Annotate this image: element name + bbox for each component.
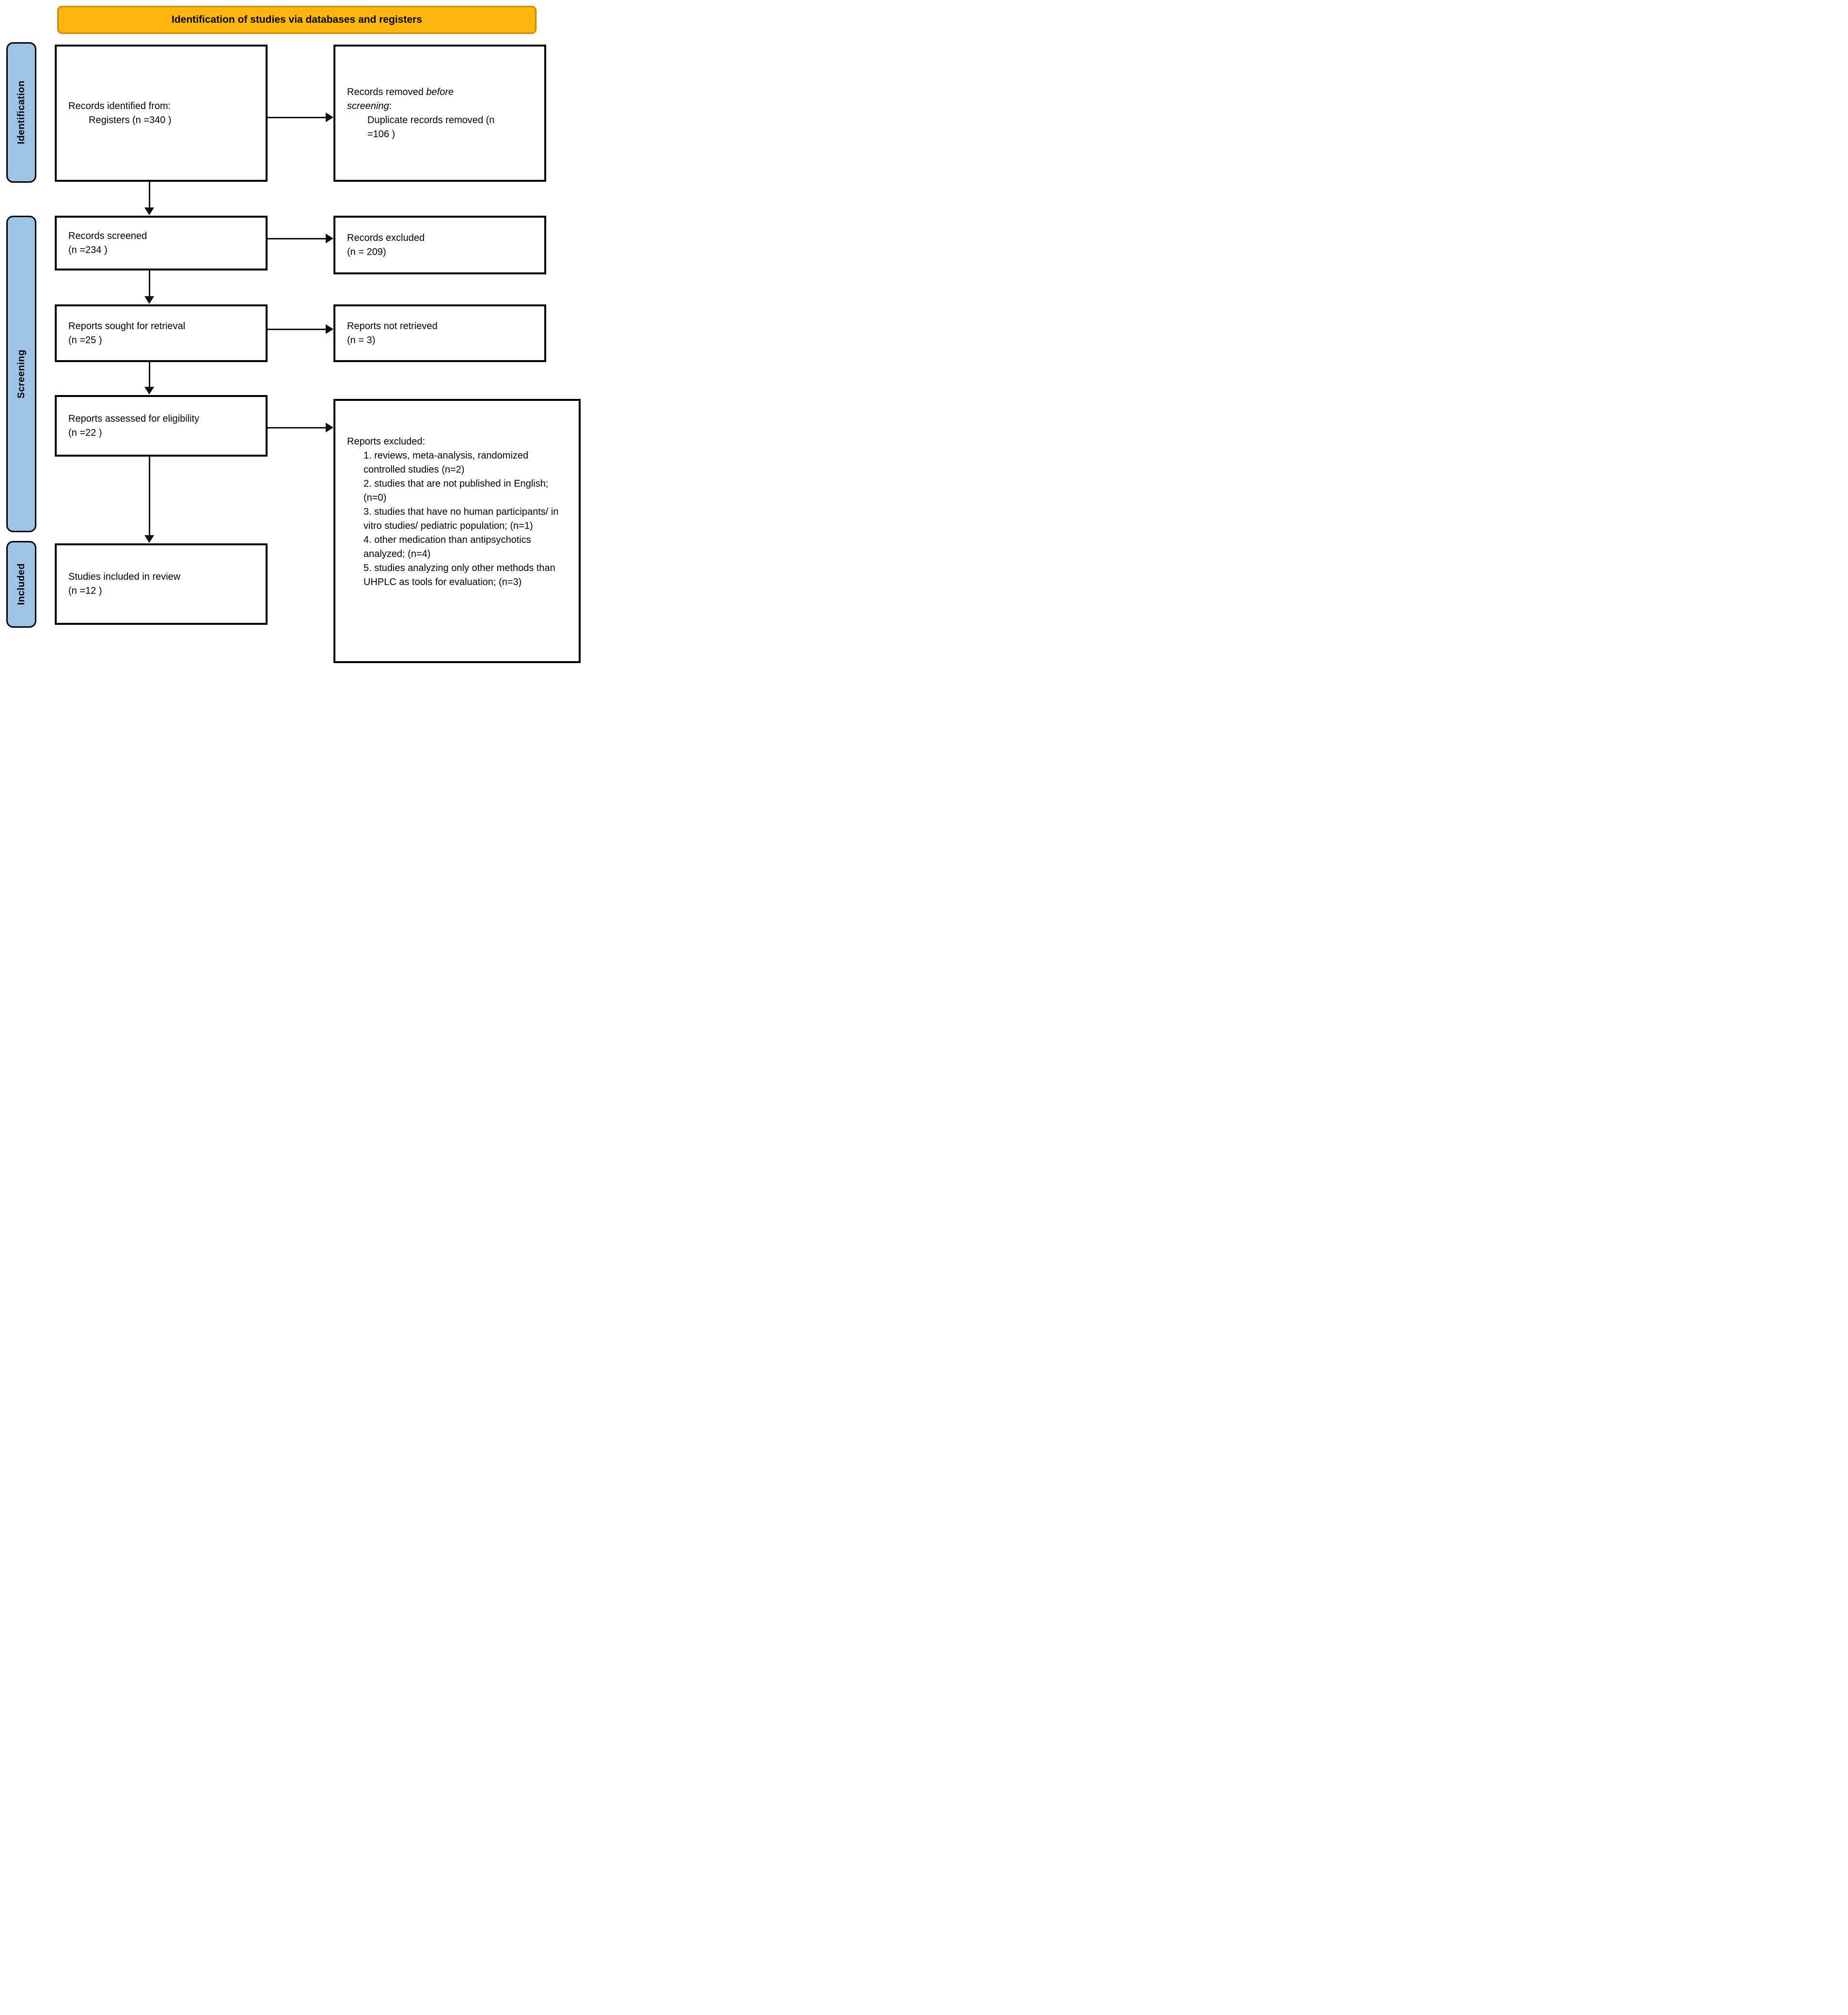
arrow-sought-to-assessed [144,362,154,395]
arrow-screened-to-sought [144,270,154,304]
reports-sought-line1: Reports sought for retrieval [68,320,186,332]
arrow-sought-to-not-retrieved [268,324,333,334]
reports-excluded-item: 1. reviews, meta-analysis, randomized co… [363,450,529,475]
arrow-screened-to-excluded [268,234,333,243]
box-records-identified: Records identified from: Registers (n =3… [55,45,268,182]
banner-title: Identification of studies via databases … [57,6,537,34]
arrow-assessed-to-reports-excluded [268,423,333,432]
stage-identification: Identification [6,42,36,183]
records-removed-italic-phrase: before screening [347,86,454,111]
reports-sought-line2: (n =25 ) [68,334,102,346]
box-studies-included: Studies included in review (n =12 ) [55,543,268,625]
arrow-identified-to-screened [144,182,154,215]
stage-included-label: Included [16,563,27,605]
stage-screening: Screening [6,216,36,532]
reports-assessed-line1: Reports assessed for eligibility [68,413,200,424]
records-identified-line1: Records identified from: [68,100,171,111]
records-removed-sub: Duplicate records removed (n =106 ) [367,114,495,140]
reports-excluded-item: 3. studies that have no human participan… [363,507,559,531]
reports-excluded-item: 4. other medication than antipsychotics … [363,535,531,559]
box-reports-sought: Reports sought for retrieval (n =25 ) [55,304,268,362]
reports-assessed-line2: (n =22 ) [68,427,102,438]
arrow-identified-to-removed [268,112,333,122]
prisma-flow-diagram: Identification of studies via databases … [0,0,616,672]
box-records-removed: Records removed before screening: Duplic… [333,45,546,182]
records-excluded-line2: (n = 209) [347,246,386,257]
records-identified-line2: Registers (n =340 ) [89,114,172,126]
reports-not-retrieved-line2: (n = 3) [347,334,376,346]
arrow-assessed-to-included [144,457,154,543]
stage-included: Included [6,541,36,628]
stage-screening-label: Screening [16,349,27,399]
reports-excluded-item: 5. studies analyzing only other methods … [363,563,555,587]
records-removed-heading: Records removed before screening: [347,85,473,113]
box-reports-excluded: Reports excluded: 1. reviews, meta-analy… [333,399,581,663]
stage-identification-label: Identification [16,80,27,144]
reports-excluded-item: 2. studies that are not published in Eng… [363,478,549,503]
records-removed-suffix: : [389,100,392,111]
box-reports-not-retrieved: Reports not retrieved (n = 3) [333,304,546,362]
reports-not-retrieved-line1: Reports not retrieved [347,320,438,332]
studies-included-line2: (n =12 ) [68,586,102,596]
box-reports-assessed: Reports assessed for eligibility (n =22 … [55,395,268,457]
box-records-screened: Records screened (n =234 ) [55,216,268,270]
records-excluded-line1: Records excluded [347,232,425,243]
records-removed-prefix: Records removed [347,86,426,97]
studies-included-line1: Studies included in review [68,571,181,582]
records-screened-line1: Records screened [68,230,147,241]
box-records-excluded: Records excluded (n = 209) [333,216,546,274]
records-screened-line2: (n =234 ) [68,244,108,255]
reports-excluded-title: Reports excluded: [347,436,426,447]
